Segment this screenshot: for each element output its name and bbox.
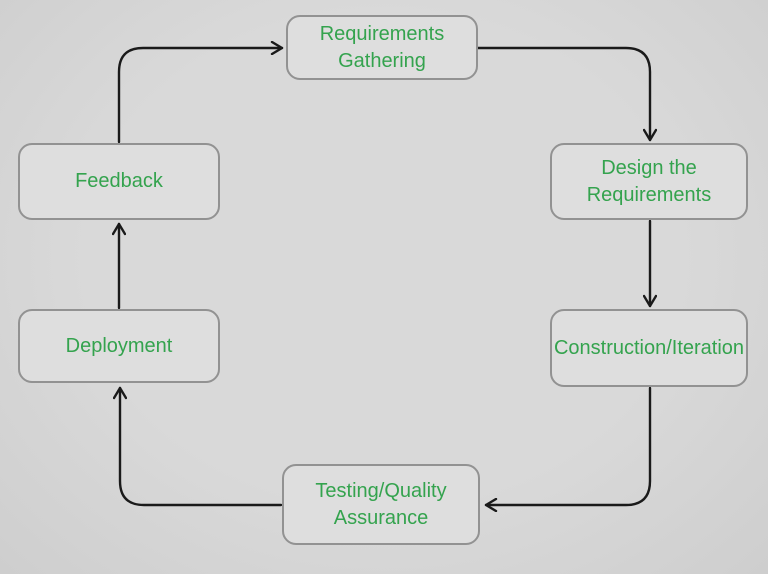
node-label: Testing/Quality Assurance [315,479,447,529]
node-label: Requirements Gathering [319,22,445,72]
node-requirements-gathering: Requirements Gathering [286,15,478,80]
node-label: Construction/Iteration [553,336,745,359]
node-construction-iteration: Construction/Iteration [550,309,748,387]
arrow-requirements-to-design [476,46,650,142]
arrow-construction-to-testing [484,386,652,505]
node-feedback: Feedback [18,143,220,220]
node-design-requirements: Design the Requirements [550,143,748,220]
arrow-feedback-to-requirements [117,48,284,144]
arrow-testing-to-deployment [120,386,283,507]
node-testing-quality-assurance: Testing/Quality Assurance [282,464,480,545]
node-label: Feedback [75,170,163,192]
node-deployment: Deployment [18,309,220,383]
node-label: Deployment [65,334,173,357]
node-label: Design the Requirements [586,156,712,206]
